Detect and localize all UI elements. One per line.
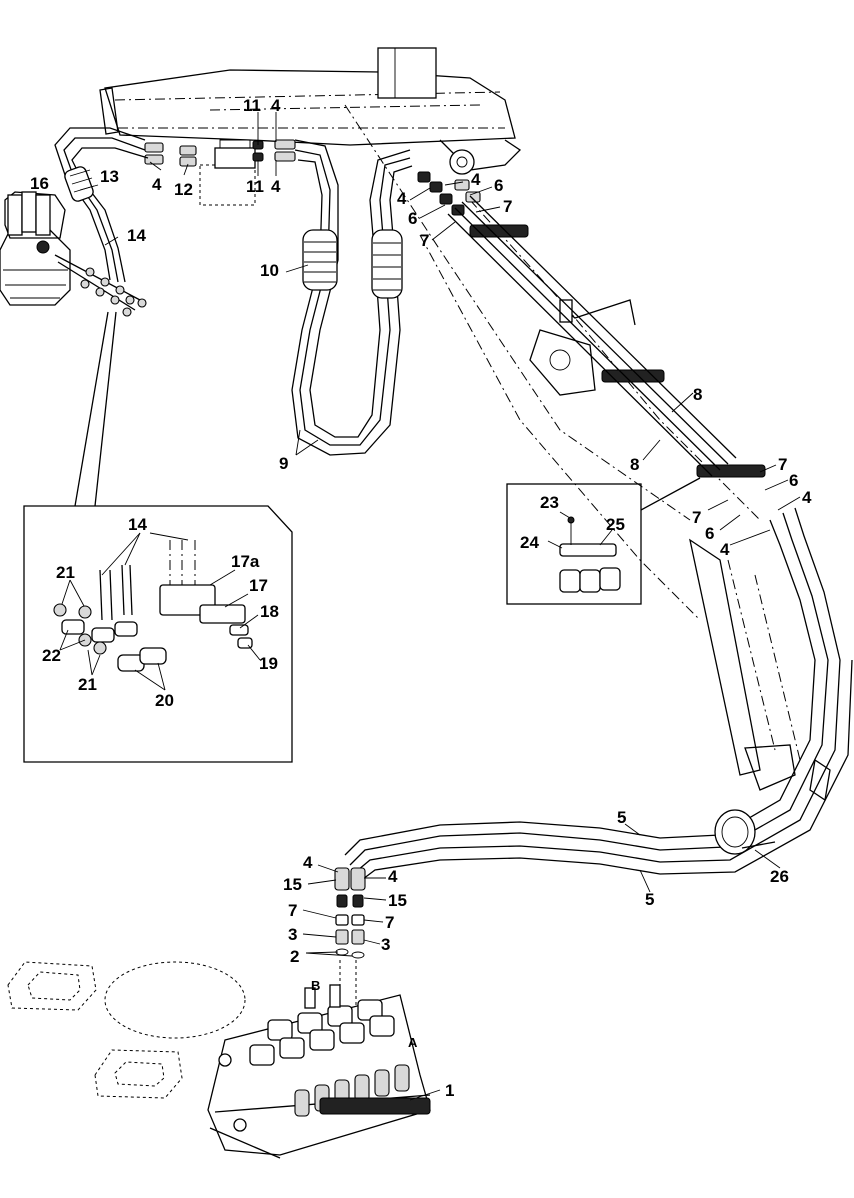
callout-5: 5 [645, 890, 654, 909]
callout-7: 7 [288, 901, 297, 920]
callout-24: 24 [520, 533, 539, 552]
callout-26: 26 [770, 867, 789, 886]
callout-3: 3 [288, 925, 297, 944]
callout-7: 7 [420, 231, 429, 250]
callout-17: 17 [249, 576, 268, 595]
callout-7: 7 [503, 197, 512, 216]
control-valve [207, 984, 431, 1159]
callout-18: 18 [260, 602, 279, 621]
callout-6: 6 [705, 524, 714, 543]
callout-6: 6 [494, 176, 503, 195]
callout-7: 7 [385, 913, 394, 932]
callout-11: 11 [246, 177, 264, 196]
callout-16: 16 [30, 174, 49, 193]
callout-4: 4 [388, 867, 398, 886]
callout-19: 19 [259, 654, 278, 673]
callout-4: 4 [303, 853, 313, 872]
rotator-hoses [54, 127, 149, 283]
callout-4: 4 [720, 540, 730, 559]
callout-6: 6 [789, 471, 798, 490]
callout-4: 4 [152, 175, 162, 194]
callout-labels: 11 4 4 12 11 4 16 13 14 10 9 4 6 4 6 7 7… [30, 96, 812, 1100]
callout-8: 8 [630, 455, 639, 474]
leader-lines [59, 112, 801, 1101]
callout-21: 21 [78, 675, 97, 694]
callout-7: 7 [692, 508, 701, 527]
callout-13: 13 [100, 167, 119, 186]
callout-7: 7 [778, 455, 787, 474]
callout-3: 3 [381, 935, 390, 954]
boom-lower [529, 329, 831, 802]
callout-5: 5 [617, 808, 626, 827]
callout-11: 11 [243, 96, 261, 115]
callout-6: 6 [408, 209, 417, 228]
callout-12: 12 [174, 180, 193, 199]
callout-21: 21 [56, 563, 75, 582]
callout-15: 15 [388, 891, 407, 910]
valve-block-top [199, 139, 256, 206]
hose-loops [291, 139, 413, 456]
callout-4: 4 [271, 96, 281, 115]
callout-4: 4 [802, 488, 812, 507]
callout-4: 4 [271, 177, 281, 196]
callout-4: 4 [471, 170, 481, 189]
dashed-gaskets [7, 961, 246, 1099]
callout-20: 20 [155, 691, 174, 710]
callout-4: 4 [397, 189, 407, 208]
callout-8: 8 [693, 385, 702, 404]
callout-25: 25 [606, 515, 625, 534]
callout-10: 10 [260, 261, 279, 280]
port-label-b: B [311, 978, 320, 993]
top-fittings [144, 139, 296, 167]
lower-hoses-5 [344, 507, 853, 886]
callout-23: 23 [540, 493, 559, 512]
boom-lines [447, 195, 737, 477]
callout-14: 14 [127, 226, 146, 245]
callout-15: 15 [283, 875, 302, 894]
callout-2: 2 [290, 947, 299, 966]
callout-22: 22 [42, 646, 61, 665]
knuckle-fittings [417, 171, 766, 478]
callout-9: 9 [279, 454, 288, 473]
callout-17a: 17a [231, 552, 260, 571]
callout-1: 1 [445, 1081, 454, 1100]
rotator [0, 191, 147, 317]
callout-14: 14 [128, 515, 147, 534]
boom-arm [99, 47, 761, 621]
port-label-a: A [408, 1035, 418, 1050]
inset-clamp-detail [506, 477, 701, 605]
